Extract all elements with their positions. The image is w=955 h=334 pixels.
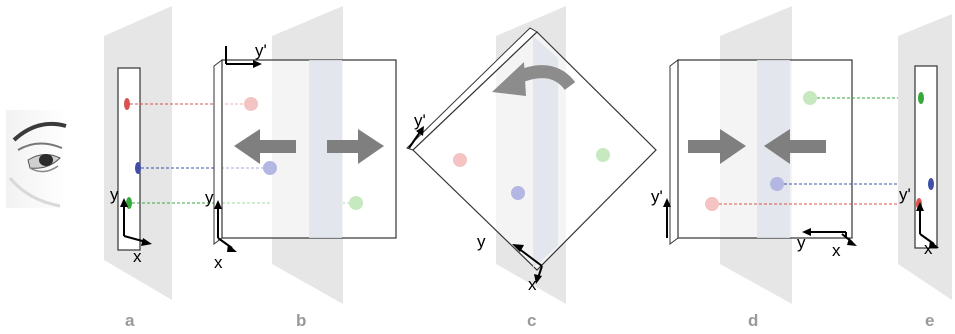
slide-e [914,65,938,249]
panel-a: y x a [104,6,356,330]
axis-y-d: y [797,233,806,252]
band-c [533,36,558,268]
axis-y-c: y [477,232,486,251]
panel-label-c: c [527,311,536,330]
panel-d: y' y x d [651,6,930,330]
dot-blue-b [263,161,277,175]
panel-c: y' y x c [406,6,657,330]
arrow-right-icon [688,129,746,164]
dot-red-d [705,197,719,211]
axis-x-b: x [214,253,223,272]
cube-side-d [669,59,679,245]
dot-blue-c [511,186,525,200]
axis-x-a: x [133,247,142,266]
mark-red-a [124,98,130,110]
dot-red-b [244,97,258,111]
panel-label-d: d [748,311,758,330]
dot-green-d [803,91,817,105]
dot-red-c [453,153,467,167]
slide-a [117,67,141,251]
axis-x-c: x [528,275,537,294]
arrow-left-icon [234,129,296,164]
axis-y-b: y [205,188,214,207]
arrow-left-icon [764,129,826,164]
axis-x-e: x [924,239,933,258]
panel-e: y' x e [898,14,952,330]
dot-green-b [349,196,363,210]
dot-green-c [596,148,610,162]
axis-yprime-e: y' [899,185,911,204]
dot-blue-d [770,177,784,191]
axis-yprime-c: y' [414,111,426,130]
panel-label-b: b [296,311,306,330]
mark-blue-e [928,178,934,190]
panel-label-a: a [125,311,135,330]
arrow-right-icon [327,129,384,164]
mark-green-a [126,197,132,209]
axis-y-a: y [110,185,119,204]
axis-yprime-b: y' [255,41,267,60]
eye-icon [6,110,68,208]
mark-blue-a [135,162,141,174]
mark-green-e [918,92,924,104]
axis-yprime-d: y' [651,187,663,206]
panel-b: y' y x b [205,6,397,330]
rotate-arrow-icon [492,62,576,96]
panel-label-e: e [925,311,934,330]
axis-x-d: x [832,241,841,260]
